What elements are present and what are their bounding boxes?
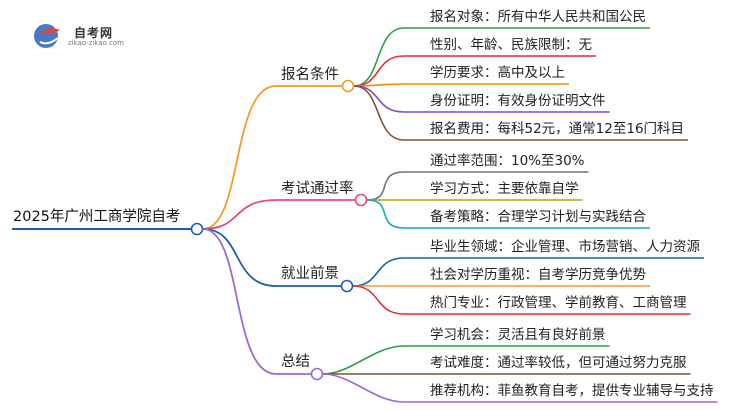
branch-node-pass-rate[interactable]: 考试通过率: [276, 180, 368, 207]
root-collapse-toggle[interactable]: [190, 222, 204, 236]
leaf-opportunity-label: 学习机会：灵活且有良好前景: [430, 326, 606, 343]
root-branch-connector: [202, 228, 277, 287]
branch-label: 报名条件: [281, 66, 339, 83]
branch-leaf-connector: [322, 345, 405, 375]
branch-label: 总结: [281, 353, 310, 370]
branch-leaf-connector: [352, 257, 405, 287]
branch-leaf-connector: [353, 55, 405, 87]
branch-collapse-toggle[interactable]: [354, 193, 368, 207]
logo-url: zikao-zikao.com: [68, 39, 124, 47]
leaf-institution-label: 推荐机构：菲鱼教育自考，提供专业辅导与支持: [430, 382, 714, 399]
root-branch-connector: [202, 199, 277, 230]
leaf-study-mode-label: 学习方式：主要依靠自学: [430, 181, 579, 197]
branch-leaf-connector: [366, 199, 405, 229]
leaf-target-label: 报名对象：所有中华人民共和国公民: [430, 9, 646, 25]
logo-icon: [34, 24, 60, 48]
leaf-layer: 报名对象：所有中华人民共和国公民性别、年龄、民族限制：无学历要求：高中及以上身份…: [404, 9, 718, 403]
leaf-pass-range-label: 通过率范围：10%至30%: [430, 152, 585, 169]
branch-label: 考试通过率: [281, 180, 354, 197]
leaf-strategy-label: 备考策略：合理学习计划与实践结合: [430, 208, 646, 225]
branch-leaf-connector: [353, 27, 405, 87]
leaf-fee-label: 报名费用：每科52元，通常12至16门科目: [430, 121, 684, 137]
branch-leaf-connector: [352, 285, 405, 315]
site-logo: 自考网 zikao-zikao.com: [30, 20, 140, 52]
leaf-majors-label: 热门专业：行政管理、学前教育、工商管理: [430, 294, 687, 311]
branch-leaf-connector: [322, 373, 405, 403]
root-label: 2025年广州工商学院自考: [13, 208, 180, 225]
leaf-identity-label: 身份证明：有效身份证明文件: [430, 93, 606, 109]
root-branch-connector: [202, 85, 277, 230]
logo-name: 自考网: [74, 26, 114, 40]
branch-node-registration[interactable]: 报名条件: [276, 66, 355, 93]
leaf-fields-label: 毕业生领域：企业管理、市场营销、人力资源: [430, 238, 700, 255]
root-branch-connector: [202, 228, 277, 375]
branch-leaf-connector: [366, 171, 405, 201]
branch-leaf-connector: [353, 85, 405, 113]
branch-node-employment[interactable]: 就业前景: [276, 265, 354, 293]
leaf-difficulty-label: 考试难度：通过率较低，但可通过努力克服: [430, 354, 687, 371]
branch-leaf-connector: [353, 85, 405, 141]
leaf-education-label: 学历要求：高中及以上: [430, 64, 565, 81]
leaf-restrictions-label: 性别、年龄、民族限制：无: [430, 37, 592, 53]
branch-collapse-toggle[interactable]: [310, 367, 324, 381]
leaf-recognition-label: 社会对学历重视：自考学历竞争优势: [430, 266, 646, 283]
branch-node-summary[interactable]: 总结: [276, 353, 324, 381]
root-node[interactable]: 2025年广州工商学院自考: [12, 208, 204, 236]
branch-collapse-toggle[interactable]: [341, 79, 355, 93]
branch-label: 就业前景: [281, 265, 339, 282]
branch-collapse-toggle[interactable]: [340, 279, 354, 293]
connector-layer: [202, 27, 405, 403]
